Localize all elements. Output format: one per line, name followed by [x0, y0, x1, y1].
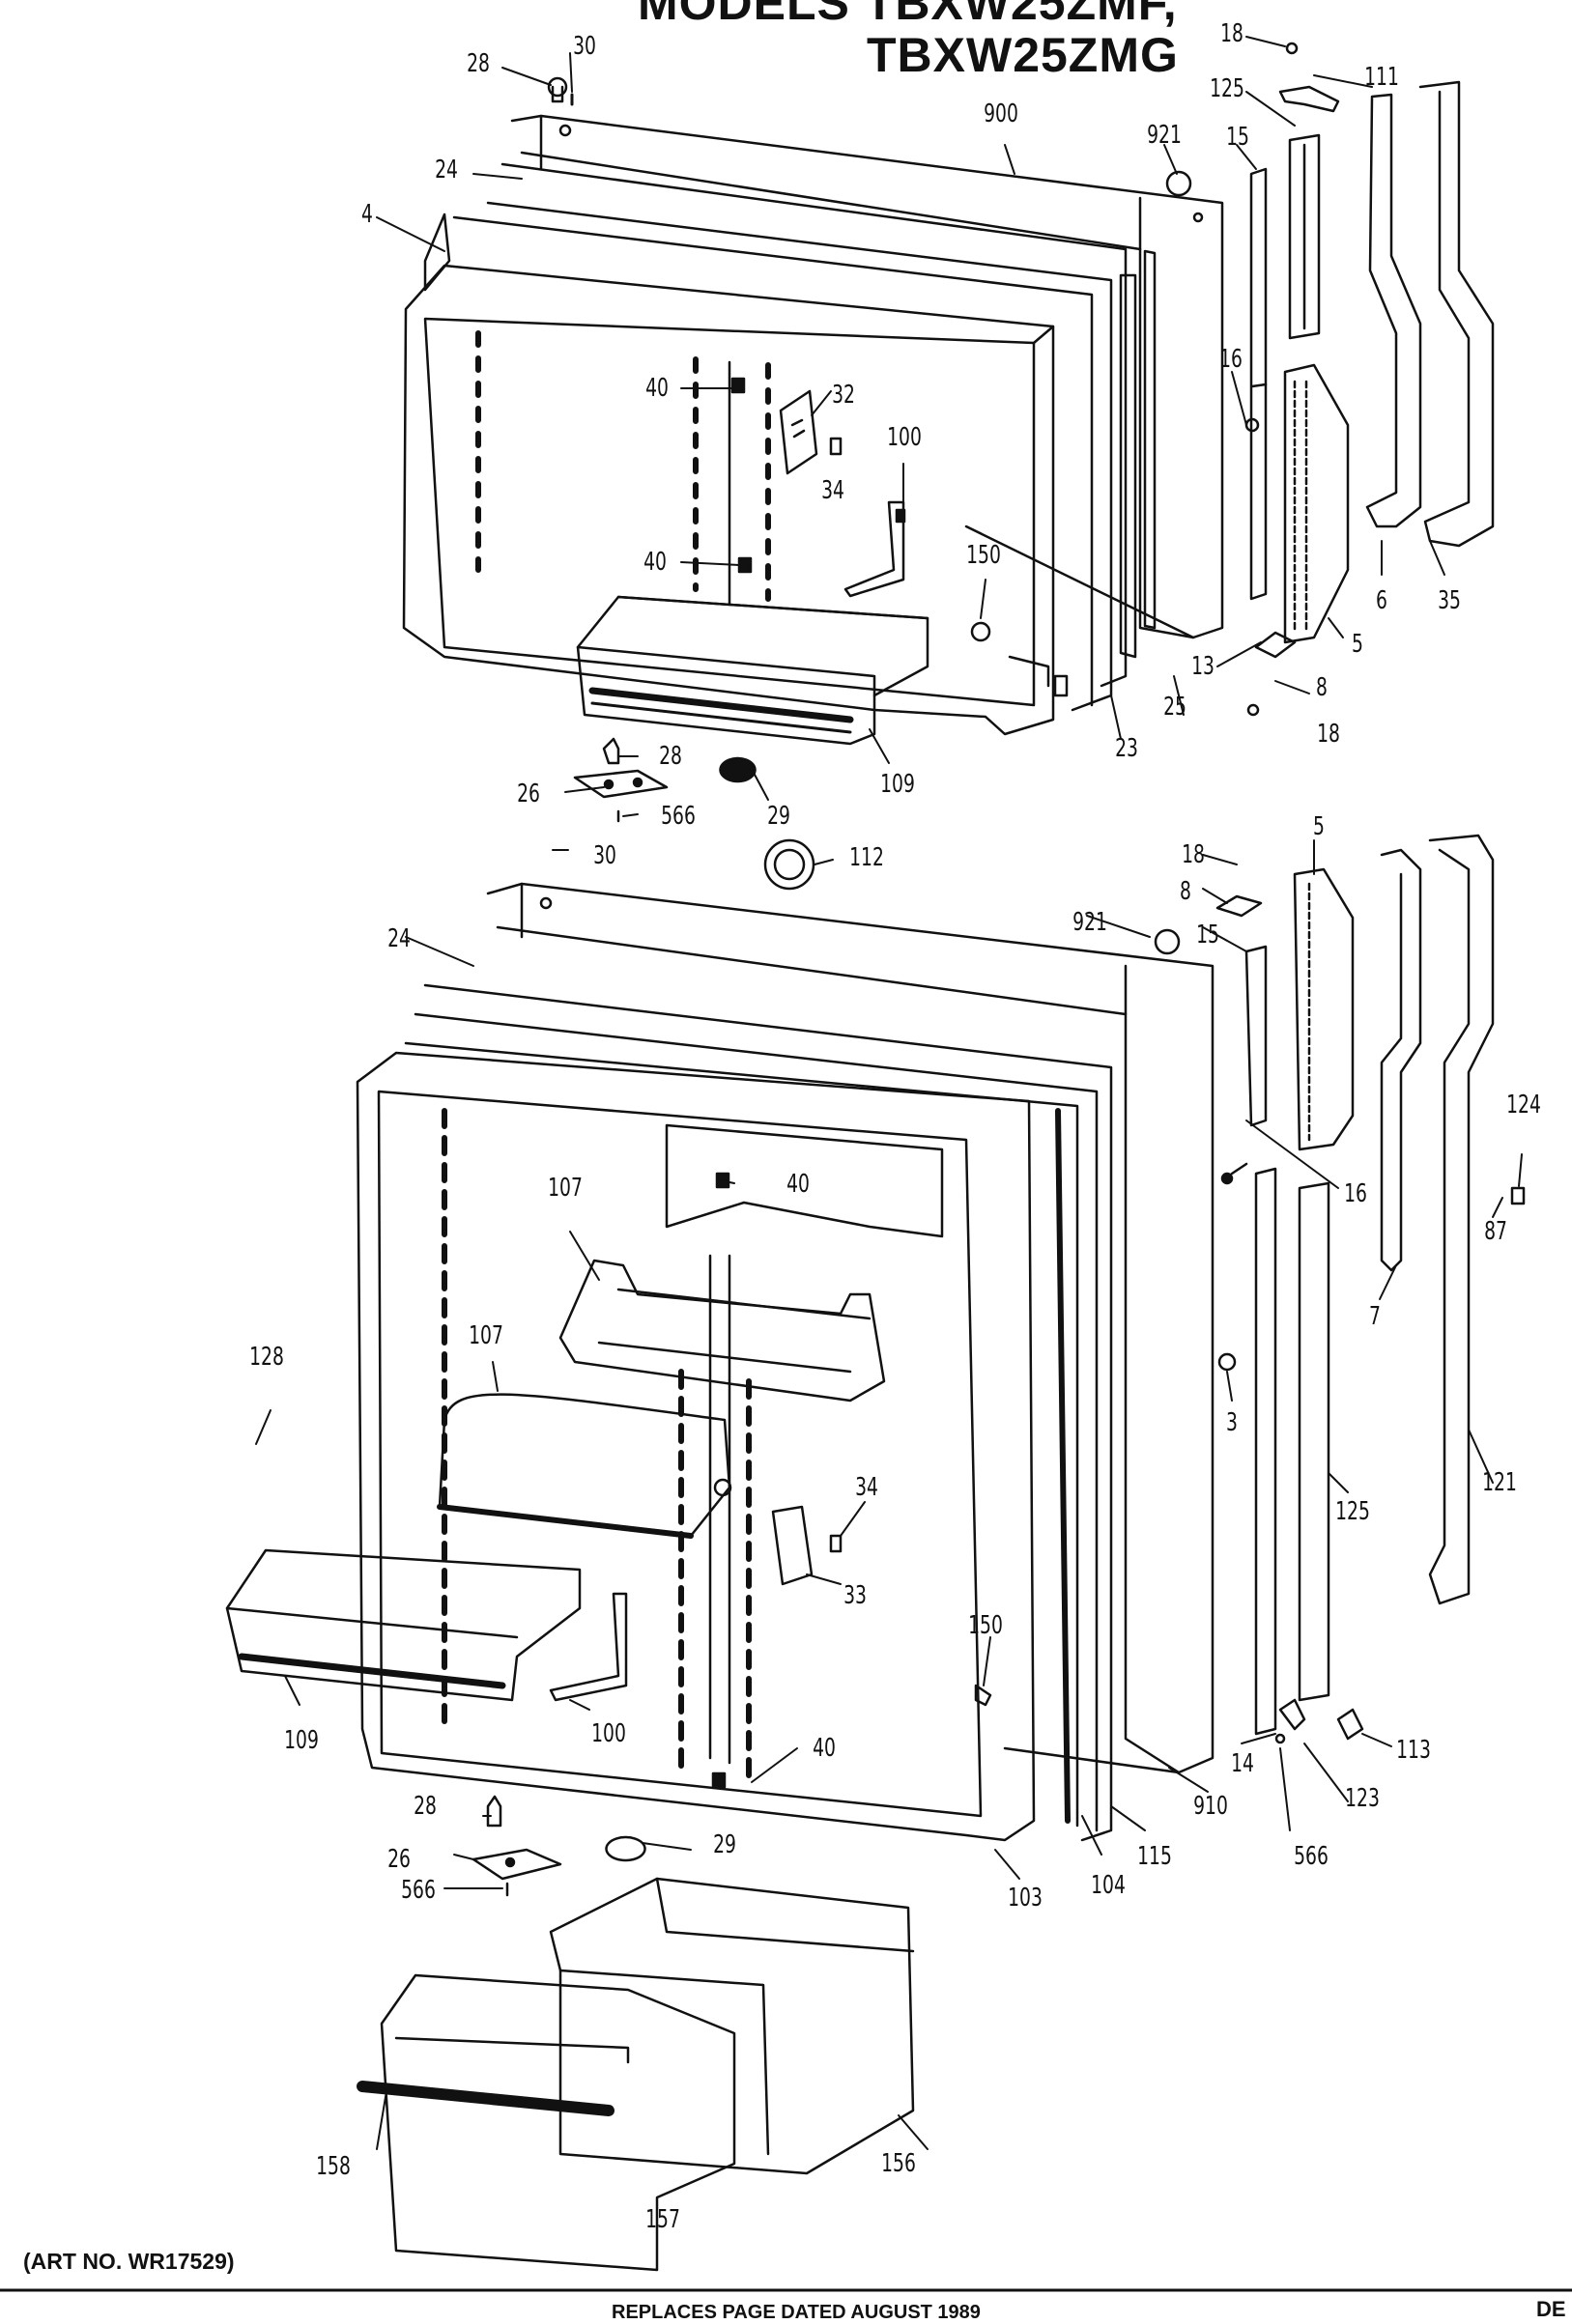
fresh-food-door-liner	[356, 1051, 1036, 1842]
fresh-food-door-cover-107-lower	[437, 1393, 732, 1539]
fresh-food-loose-parts	[472, 1795, 646, 1897]
callout-label: 158	[316, 2152, 351, 2181]
fresh-food-small-parts	[549, 838, 1248, 1789]
callout-label: 16	[1344, 1179, 1367, 1208]
callout-label: 13	[1191, 652, 1215, 681]
callout-label: 100	[887, 423, 922, 452]
freezer-hinge-and-rails	[1244, 42, 1495, 659]
callout-label: 28	[467, 49, 490, 78]
callout-label: 33	[843, 1581, 867, 1610]
callout-label: 124	[1506, 1091, 1541, 1119]
callout-label: 5	[1313, 812, 1325, 841]
callout-label: 24	[435, 156, 458, 184]
fresh-food-hinge-and-rails	[1215, 834, 1526, 1744]
callout-label: 28	[414, 1792, 437, 1821]
callout-label: 18	[1182, 840, 1205, 869]
callout-label: 29	[767, 802, 790, 831]
callout-label: 109	[284, 1726, 319, 1755]
dairy-compartment-156	[549, 1877, 915, 2175]
callout-label: 25	[1163, 693, 1186, 722]
dairy-bin-157	[357, 1973, 736, 2272]
callout-label: 100	[591, 1719, 626, 1748]
freezer-door-gasket	[423, 162, 1128, 712]
callout-label: 5	[1352, 630, 1363, 659]
callout-label: 15	[1196, 921, 1219, 949]
callout-label: 28	[659, 742, 682, 771]
fresh-food-door-outer-panel	[486, 882, 1215, 1774]
callout-label: 150	[966, 541, 1001, 570]
callout-label: 40	[643, 548, 667, 577]
diagram-title-line-2: TBXW25ZMG	[867, 28, 1179, 82]
callout-label: 32	[832, 381, 855, 410]
freezer-loose-parts	[573, 703, 1260, 823]
callout-label: 103	[1008, 1884, 1043, 1913]
callout-label: 24	[387, 924, 411, 953]
callout-label: 107	[469, 1321, 503, 1350]
callout-label: 566	[1294, 1842, 1329, 1871]
page-code: DE	[1536, 2297, 1566, 2321]
callout-label: 40	[645, 374, 669, 403]
callout-label: 112	[849, 843, 884, 872]
fresh-food-door-bin-109	[225, 1548, 582, 1702]
callout-label: 125	[1335, 1497, 1370, 1526]
callout-label: 23	[1115, 734, 1138, 763]
callout-label: 87	[1484, 1217, 1507, 1246]
callout-label: 109	[880, 770, 915, 799]
callout-label: 30	[573, 32, 596, 61]
callout-label: 125	[1210, 74, 1244, 103]
callout-label: 35	[1438, 586, 1461, 615]
callout-label: 26	[387, 1845, 411, 1874]
callout-label: 157	[645, 2205, 680, 2234]
callout-label: 40	[813, 1734, 836, 1763]
callout-label: 7	[1369, 1302, 1381, 1331]
callout-label: 16	[1219, 345, 1243, 374]
fresh-food-door-gasket	[404, 983, 1113, 1842]
callout-label: 566	[401, 1876, 436, 1905]
fresh-food-door-shelf-107-upper	[558, 1259, 886, 1403]
freezer-door-outer-panel	[510, 114, 1224, 639]
callout-label: 128	[249, 1343, 284, 1372]
callout-label: 121	[1482, 1468, 1517, 1497]
callout-label: 156	[881, 2149, 916, 2178]
freezer-door-trim-strip	[1119, 249, 1157, 659]
callout-label: 26	[517, 779, 540, 808]
diagram-title-line-1: MODELS TBXW25ZMF,	[638, 0, 1178, 30]
callout-label: 18	[1317, 720, 1340, 749]
callout-label: 3	[1226, 1408, 1238, 1437]
callout-label: 6	[1376, 586, 1387, 615]
callout-label: 29	[713, 1830, 736, 1859]
freezer-small-parts	[547, 76, 991, 642]
callout-label: 104	[1091, 1871, 1126, 1900]
callout-label: 113	[1396, 1736, 1431, 1765]
callout-label: 4	[361, 200, 373, 229]
callout-label: 8	[1316, 673, 1328, 702]
callout-label: 14	[1231, 1749, 1254, 1778]
callout-label: 34	[821, 476, 844, 505]
callout-label: 15	[1226, 123, 1249, 152]
callout-label: 30	[593, 841, 616, 870]
callout-label: 921	[1072, 908, 1107, 937]
callout-label: 107	[548, 1174, 583, 1203]
callout-label: 921	[1147, 121, 1182, 150]
callout-label: 111	[1364, 63, 1399, 92]
callout-label: 123	[1345, 1784, 1380, 1813]
callout-label: 566	[661, 802, 696, 831]
callout-label: 40	[786, 1170, 810, 1199]
callout-label: 150	[968, 1611, 1003, 1640]
callout-label: 900	[984, 99, 1018, 128]
callout-label: 8	[1180, 877, 1191, 906]
freezer-door-shelf-109	[576, 595, 929, 746]
freezer-door-liner	[402, 264, 1069, 736]
callout-leaders	[255, 36, 1523, 2266]
callout-label: 34	[855, 1473, 878, 1502]
replaces-page-note: REPLACES PAGE DATED AUGUST 1989	[612, 2302, 981, 2323]
art-number: (ART NO. WR17529)	[23, 2249, 235, 2274]
callout-label: 18	[1220, 19, 1243, 48]
callout-label: 910	[1193, 1792, 1228, 1821]
callout-label: 115	[1137, 1842, 1172, 1871]
